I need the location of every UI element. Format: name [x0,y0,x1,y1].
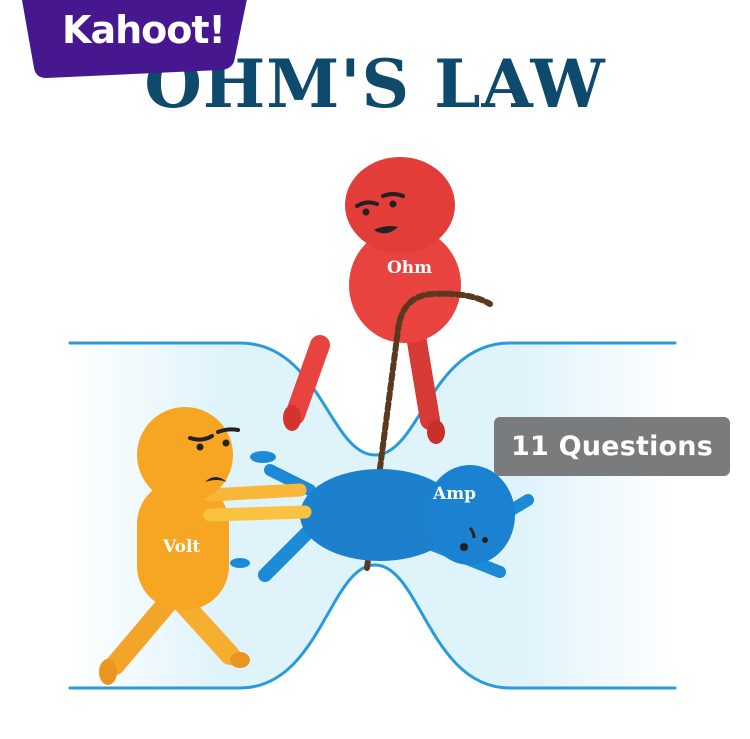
ohm-character [283,157,461,444]
amp-character [230,451,534,582]
kahoot-logo: Kahoot! [22,0,248,80]
cane-rope [364,290,493,571]
amp-label: Amp [433,484,477,504]
question-count-badge: 11 Questions [494,417,730,476]
volt-label: Volt [163,537,201,557]
volt-character [99,407,312,685]
kahoot-logo-text: Kahoot! [62,8,226,52]
ohm-label: Ohm [387,258,433,278]
kahoot-logo-banner [22,0,247,78]
